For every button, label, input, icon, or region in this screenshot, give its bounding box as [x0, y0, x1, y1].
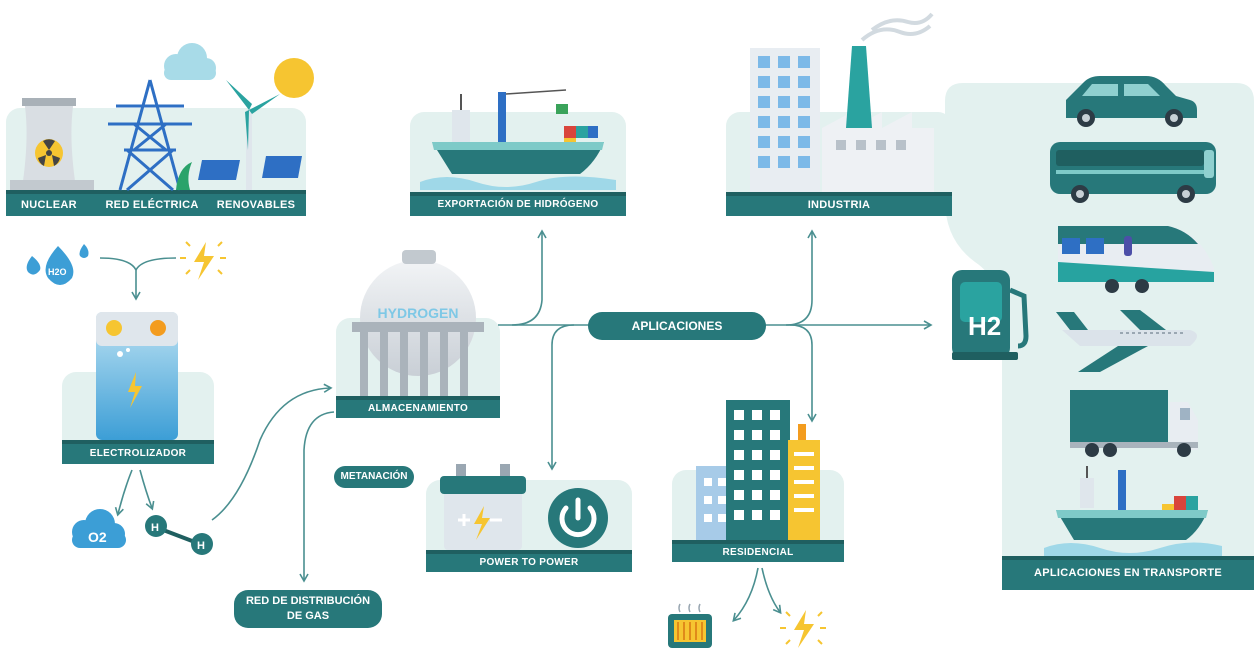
transport-label-bar: [1002, 560, 1254, 590]
water-drops-icon: [26, 244, 89, 285]
wind-turbine-icon: [226, 80, 280, 190]
power-button-icon: [548, 488, 608, 548]
h2-station-icon: [952, 270, 1029, 360]
nuclear-label: NUCLEAR: [21, 199, 77, 211]
truck-icon: [1070, 390, 1198, 457]
power-label-bar: [426, 554, 632, 572]
sun-icon: [274, 58, 314, 98]
bus-icon: [1050, 142, 1216, 203]
export-label-bar: [410, 196, 626, 216]
hydrogen-atom-2: H: [197, 540, 205, 552]
hydrogen-molecule-icon: [145, 515, 213, 555]
nuclear-plant-icon: [10, 98, 94, 190]
lightning-icon: [180, 241, 226, 280]
electrolyzer-label-bar: [62, 444, 214, 464]
airplane-icon: [1056, 310, 1197, 372]
battery-icon: [440, 464, 526, 550]
hydrogen-atom-1: H: [151, 522, 159, 534]
residential-label: RESIDENCIAL: [722, 547, 794, 558]
power-to-power-label: POWER TO POWER: [479, 557, 579, 568]
gas-grid-line2: DE GAS: [286, 610, 330, 622]
oxygen-cloud-icon: [72, 509, 126, 548]
electricity-icon: [780, 610, 826, 648]
export-ship-icon: [420, 89, 616, 190]
applications-pill: APLICACIONES: [588, 312, 766, 340]
methanation-pill: METANACIÓN: [334, 466, 414, 488]
residential-label-bar: [672, 544, 844, 562]
transmission-tower-icon: [108, 79, 192, 192]
gas-grid-line1: RED DE DISTRIBUCIÓN: [245, 595, 371, 607]
buildings-icon: [696, 400, 820, 540]
electrolyzer-icon: [96, 312, 178, 440]
h2-station-text: H2: [968, 311, 1001, 341]
storage-label-bar: [336, 400, 500, 418]
train-icon: [1058, 226, 1214, 293]
factory-icon: [750, 12, 934, 192]
tank-text: HYDROGEN: [378, 305, 459, 321]
solar-panel-icon: [198, 156, 302, 180]
transport-label: APLICACIONES EN TRANSPORTE: [1033, 567, 1223, 579]
gas-grid-pill: RED DE DISTRIBUCIÓN DE GAS: [234, 590, 382, 628]
grid-label: RED ELÉCTRICA: [105, 199, 199, 211]
car-icon: [1066, 76, 1197, 127]
cargo-ship-icon: [1044, 466, 1222, 556]
sources-label-bar: [6, 194, 306, 216]
water-label: H2O: [48, 267, 67, 277]
hydrogen-tank-icon: [352, 250, 484, 396]
industry-label-bar: [726, 196, 952, 216]
storage-label: ALMACENAMIENTO: [367, 403, 469, 414]
heater-icon: [668, 603, 712, 648]
oxygen-label: O2: [88, 529, 107, 545]
electrolyzer-label: ELECTROLIZADOR: [89, 448, 187, 459]
renewables-label: RENOVABLES: [216, 199, 296, 211]
plant-icon: [176, 162, 192, 190]
export-label: EXPORTACIÓN DE HIDRÓGENO: [437, 199, 599, 210]
industry-label: INDUSTRIA: [807, 199, 871, 211]
cloud-icon: [164, 43, 216, 80]
